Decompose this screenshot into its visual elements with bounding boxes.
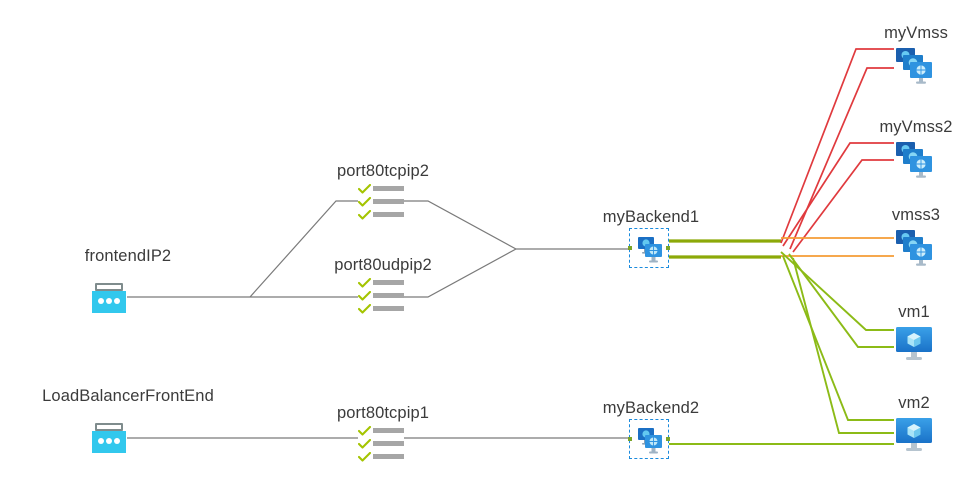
vmss-glyph: [896, 142, 932, 178]
selection-handle[interactable]: [666, 246, 670, 250]
check-icon: [358, 452, 371, 462]
node-label-frontendip2: frontendIP2: [84, 247, 172, 265]
rule-row: [358, 426, 404, 436]
edge-hub-to-vm1-a: [780, 251, 894, 331]
check-icon: [358, 426, 371, 436]
edge-hub-to-vm2-b: [792, 257, 894, 434]
load-balancing-rule-icon[interactable]: [358, 424, 404, 464]
node-label-port80tcpip1: port80tcpip1: [336, 404, 430, 422]
node-label-mybackend2: myBackend2: [602, 399, 700, 417]
edge-hub-to-vm1-b: [788, 253, 894, 348]
vmss-icon[interactable]: [894, 228, 938, 268]
rule-bar: [373, 293, 404, 298]
rule-row: [358, 304, 404, 314]
rule-bar: [373, 306, 404, 311]
frontend-ip-icon-dot: [98, 298, 104, 304]
check-icon: [358, 291, 371, 301]
frontend-ip-icon-dot: [114, 438, 120, 444]
node-label-port80udpip2: port80udpip2: [334, 256, 432, 274]
frontend-ip-icon-header-fill: [97, 285, 121, 289]
rule-bar: [373, 199, 404, 204]
edge-hub-to-myvmss2-b: [792, 159, 894, 253]
check-icon: [358, 197, 371, 207]
rule-bar: [373, 212, 404, 217]
rule-row: [358, 291, 404, 301]
rule-row: [358, 184, 404, 194]
edge-hub-to-myvmss-b: [789, 67, 894, 250]
node-label-vm2: vm2: [898, 394, 930, 412]
frontend-ip-icon[interactable]: [92, 423, 126, 453]
selection-handle[interactable]: [628, 437, 632, 441]
load-balancing-rule-icon[interactable]: [358, 182, 404, 222]
frontend-ip-icon-dot: [106, 438, 112, 444]
frontend-ip-icon-dot: [106, 298, 112, 304]
backend-pool-icon[interactable]: [628, 419, 670, 459]
vmss-glyph: [896, 48, 932, 84]
rule-row: [358, 452, 404, 462]
rule-row: [358, 197, 404, 207]
rule-bar: [373, 428, 404, 433]
vmss-icon[interactable]: [894, 140, 938, 180]
rule-bar: [373, 280, 404, 285]
backend-pool-glyph: [638, 428, 662, 454]
node-label-port80tcpip2: port80tcpip2: [336, 162, 430, 180]
edge-split-to-port80tcpip2: [249, 200, 358, 298]
check-icon: [358, 278, 371, 288]
vmss-icon[interactable]: [894, 46, 938, 86]
rule-bar: [373, 186, 404, 191]
edge-port80tcpip2-to-merge: [404, 200, 517, 250]
rule-bar: [373, 441, 404, 446]
node-label-myvmss: myVmss: [884, 24, 948, 42]
rule-row: [358, 210, 404, 220]
check-icon: [358, 304, 371, 314]
node-label-vmss3: vmss3: [891, 206, 941, 224]
backend-pool-icon[interactable]: [628, 228, 670, 268]
vm-glyph: [896, 327, 932, 360]
frontend-ip-icon[interactable]: [92, 283, 126, 313]
vm-glyph: [896, 418, 932, 451]
rule-row: [358, 278, 404, 288]
rule-bar: [373, 454, 404, 459]
edge-hub-to-myvmss-a: [780, 48, 894, 244]
rule-row: [358, 439, 404, 449]
vm-icon[interactable]: [894, 416, 934, 454]
backend-pool-glyph: [638, 237, 662, 263]
selection-handle[interactable]: [628, 246, 632, 250]
check-icon: [358, 210, 371, 220]
check-icon: [358, 184, 371, 194]
node-label-myvmss2: myVmss2: [879, 118, 953, 136]
edge-hub-to-myvmss2-a: [782, 142, 894, 247]
frontend-ip-icon-dot: [114, 298, 120, 304]
frontend-ip-icon-header-fill: [97, 425, 121, 429]
node-label-vm1: vm1: [898, 303, 930, 321]
edge-hub-to-vm2-a: [782, 255, 894, 421]
node-label-loadbalancerfrontend: LoadBalancerFrontEnd: [42, 387, 214, 405]
check-icon: [358, 439, 371, 449]
vm-icon[interactable]: [894, 325, 934, 363]
node-label-mybackend1: myBackend1: [602, 208, 700, 226]
selection-handle[interactable]: [666, 437, 670, 441]
load-balancing-rule-icon[interactable]: [358, 276, 404, 316]
frontend-ip-icon-dot: [98, 438, 104, 444]
vmss-glyph: [896, 230, 932, 266]
